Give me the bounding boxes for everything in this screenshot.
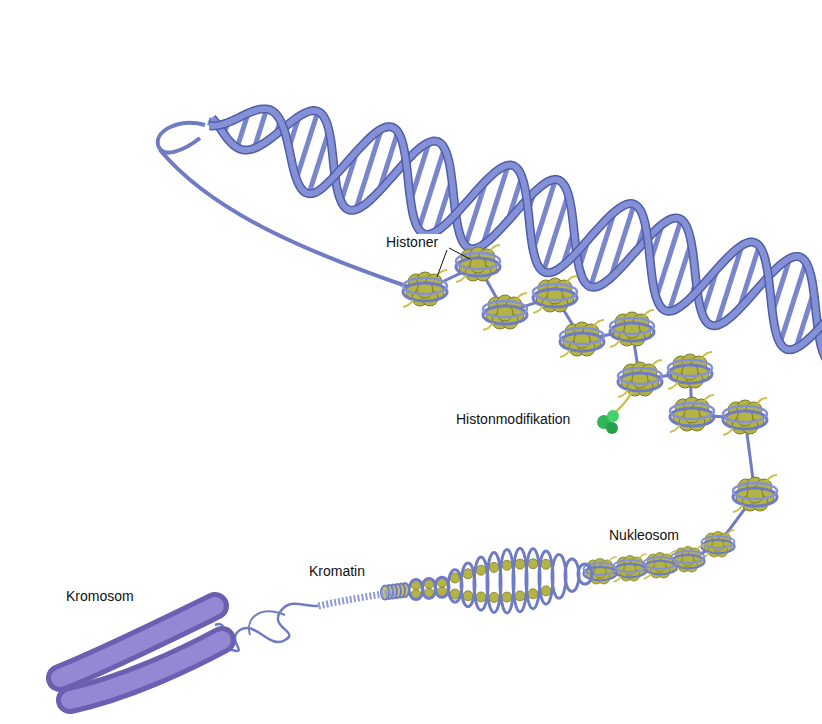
histone-modification xyxy=(597,410,619,434)
histone-tail xyxy=(644,551,677,579)
illustration-part xyxy=(528,559,538,569)
illustration-part xyxy=(502,592,512,602)
dna-wrap xyxy=(618,368,662,384)
nucleosome xyxy=(560,320,604,357)
nucleosome xyxy=(403,270,447,307)
dna-wrap xyxy=(614,560,647,572)
histone-tail xyxy=(456,245,500,282)
illustration-part xyxy=(528,589,538,599)
illustration-part xyxy=(515,591,525,601)
tangled-chromatin xyxy=(249,612,285,635)
dna-helix xyxy=(210,109,822,360)
histone-tail xyxy=(614,554,647,582)
histone-tail xyxy=(702,530,735,558)
linker-dna xyxy=(412,265,755,572)
part-label: Kromatin xyxy=(307,563,367,579)
thin-fiber xyxy=(318,592,395,606)
dna-wrap xyxy=(533,284,577,300)
illustration-part xyxy=(476,565,486,575)
part-label: Histonmodifikation xyxy=(454,411,572,427)
dna-wrap xyxy=(702,536,735,548)
histone-tail xyxy=(723,398,767,435)
histone-tail xyxy=(403,270,447,307)
nucleosome xyxy=(456,245,500,282)
nucleosome xyxy=(618,360,662,397)
nucleosome xyxy=(702,530,735,558)
histone-tail xyxy=(668,352,712,389)
part-label: Kromosom xyxy=(64,588,136,604)
histone-tail xyxy=(610,310,654,347)
dna-wrap xyxy=(668,360,712,376)
illustration-part xyxy=(502,560,512,570)
dna-wrap xyxy=(644,557,677,569)
backbone xyxy=(210,109,822,350)
backbone xyxy=(210,109,822,350)
dna-wrap xyxy=(733,483,777,499)
fiber-coil xyxy=(409,580,423,600)
dna-wrap xyxy=(723,406,767,422)
dna-wrap xyxy=(560,328,604,344)
part-label: Histoner xyxy=(384,234,440,250)
histone-tail xyxy=(733,475,777,512)
illustration-part xyxy=(489,562,499,572)
dna-loop xyxy=(158,123,205,153)
illustration-part xyxy=(463,569,473,579)
part-label: Nukleosom xyxy=(607,527,681,543)
backbone xyxy=(212,111,822,360)
nucleosome xyxy=(614,554,647,582)
illustration-part xyxy=(489,592,499,602)
nucleosome xyxy=(723,398,767,435)
illustration-part xyxy=(463,591,473,601)
histone-tail xyxy=(618,360,662,397)
illustration-part xyxy=(515,559,525,569)
leader-line xyxy=(437,248,470,277)
dna-wrap xyxy=(670,403,714,419)
nucleosome xyxy=(533,276,577,313)
dna-wrap xyxy=(610,318,654,334)
dna-wrap xyxy=(403,278,447,294)
illustration-part xyxy=(541,559,551,569)
nucleosome xyxy=(733,475,777,512)
histone-tail xyxy=(533,276,577,313)
nucleosome xyxy=(644,551,677,579)
dna-strand xyxy=(160,150,412,288)
illustration-part xyxy=(541,586,551,596)
histone-tail xyxy=(560,320,604,357)
histone-tail xyxy=(483,293,527,330)
nucleosome-chain xyxy=(403,245,777,585)
chromosome xyxy=(60,606,222,700)
backbone xyxy=(212,111,822,360)
illustration-part xyxy=(476,592,486,602)
nucleosome xyxy=(483,293,527,330)
nucleosome xyxy=(610,310,654,347)
histone-tail xyxy=(670,395,714,432)
nucleosome xyxy=(670,395,714,432)
nucleosome xyxy=(668,352,712,389)
chromatin-fiber xyxy=(381,548,592,613)
dna-wrap xyxy=(483,301,527,317)
